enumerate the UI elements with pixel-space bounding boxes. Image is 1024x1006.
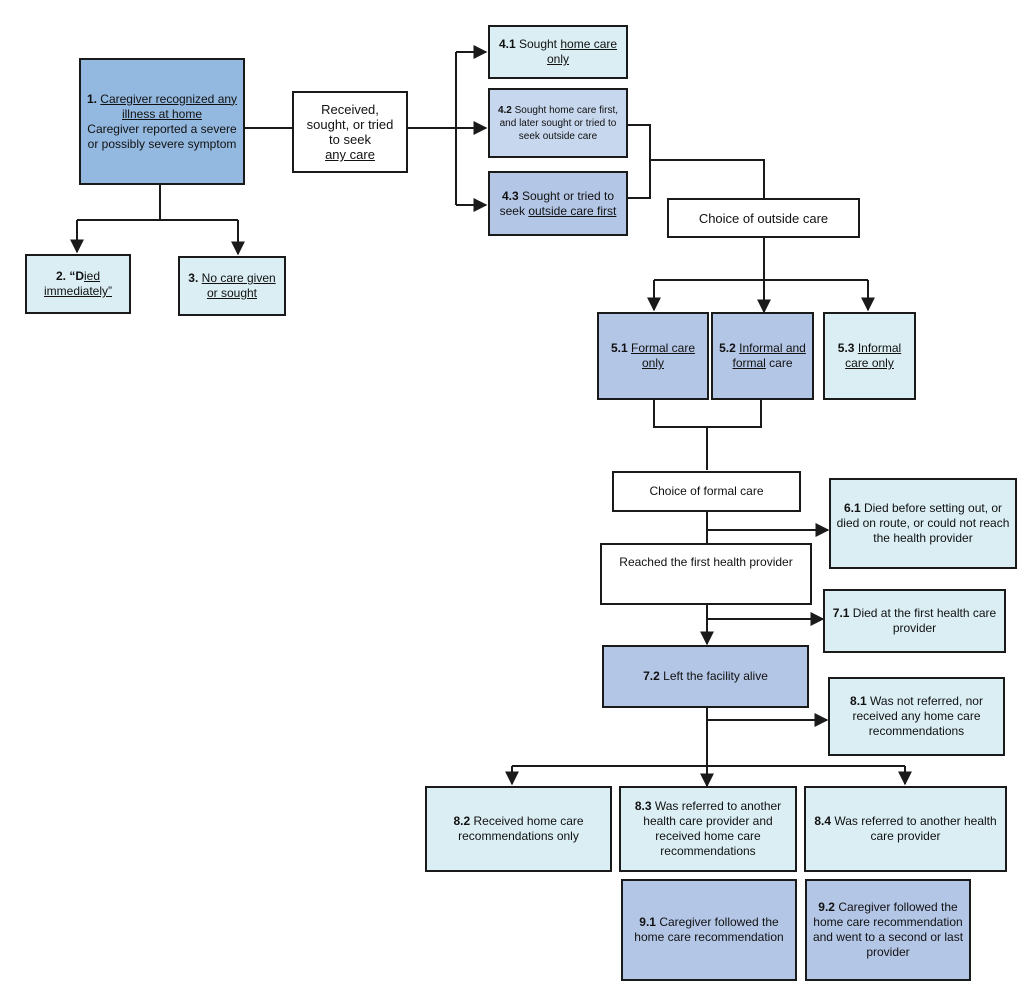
node-number: 3. (188, 271, 199, 285)
node-text: Sought home care first, and later sought… (499, 104, 619, 142)
edge-5-merge (653, 399, 762, 428)
node-text: Died at the first health care provider (852, 606, 997, 635)
node-5-2-informal-and-formal: 5.2 Informal and formal care (711, 312, 814, 400)
node-number: 5.2 (719, 341, 736, 355)
node-4-2-home-then-outside: 4.2 Sought home care first, and later so… (488, 88, 628, 158)
node-text: Received home care recommendations only (458, 814, 584, 843)
node-underlined-text: Informal and (739, 341, 806, 355)
node-choice-outside-care: Choice of outside care (667, 198, 860, 238)
node-number: 7.2 (643, 669, 660, 683)
node-text: Was referred to another health care prov… (834, 814, 997, 843)
node-text: Caregiver reported a severe or possibly … (87, 121, 237, 151)
node-text: Was not referred, nor received any home … (852, 694, 983, 738)
node-received-sought-care: Received, sought, or tried to seek any c… (292, 91, 408, 173)
node-underlined-text: formal (732, 356, 766, 370)
node-text: Left the facility alive (663, 669, 768, 683)
node-underlined-text: Caregiver recognized any illness at home (100, 91, 238, 121)
edge-4-2-out (627, 124, 651, 199)
node-text: Died before setting out, or died on rout… (836, 501, 1010, 545)
node-1-caregiver-recognized: 1. Caregiver recognized any illness at h… (79, 58, 245, 185)
node-number: 4.1 (498, 37, 516, 51)
node-4-3-outside-first: 4.3 Sought or tried to seek outside care… (488, 171, 628, 236)
node-5-3-informal-only: 5.3 Informal care only (823, 312, 916, 400)
node-5-1-formal-only: 5.1 Formal care only (597, 312, 709, 400)
node-4-1-home-care-only: 4.1 Sought home care only (488, 25, 628, 79)
node-underlined-text: outside care first (528, 203, 617, 218)
node-7-2-left-alive: 7.2 Left the facility alive (602, 645, 809, 708)
node-underlined-text: No care given or sought (201, 271, 276, 300)
node-number: 9.2 (818, 900, 835, 914)
node-number: 9.1 (639, 915, 656, 929)
node-number: 8.3 (634, 799, 652, 813)
node-8-1-not-referred: 8.1 Was not referred, nor received any h… (828, 677, 1005, 756)
node-2-died-immediately: 2. “Died immediately” (25, 254, 131, 314)
node-text: Choice of outside care (698, 210, 829, 226)
node-text: Sought or tried to seek (499, 188, 615, 218)
node-6-1-died-before-reaching: 6.1 Died before setting out, or died on … (829, 478, 1017, 569)
node-underlined-text: Formal care only (631, 341, 696, 370)
node-number: 8.4 (814, 814, 832, 828)
node-number: 8.2 (453, 814, 471, 828)
node-number: 4.2 (497, 104, 512, 116)
node-underlined-text: any care (325, 147, 375, 162)
node-text: Caregiver followed the home care recomme… (634, 915, 784, 944)
node-8-2-home-care-only: 8.2 Received home care recommendations o… (425, 786, 612, 872)
node-9-2-followed-and-second-provider: 9.2 Caregiver followed the home care rec… (805, 879, 971, 981)
node-number: 2. “D (55, 269, 84, 283)
node-reached-first-provider: Reached the first health provider (600, 543, 812, 605)
node-number: 1. (86, 91, 97, 106)
node-7-1-died-at-provider: 7.1 Died at the first health care provid… (823, 589, 1006, 653)
node-choice-formal-care: Choice of formal care (612, 471, 801, 512)
node-8-3-referred-and-home-care: 8.3 Was referred to another health care … (619, 786, 797, 872)
node-number: 6.1 (843, 501, 861, 515)
edge-to-choice-outside (650, 159, 765, 198)
node-number: 5.3 (837, 341, 855, 355)
node-3-no-care: 3. No care given or sought (178, 256, 286, 316)
node-text-line: to seek (329, 132, 371, 147)
node-underlined-text: Informal care only (845, 341, 902, 370)
node-9-1-followed-home-care: 9.1 Caregiver followed the home care rec… (621, 879, 797, 981)
node-text: care (769, 356, 793, 370)
node-text-line: Received, (321, 102, 379, 117)
node-number: 7.1 (832, 606, 850, 620)
node-underlined-text: ied immediately” (43, 269, 112, 298)
node-text: Choice of formal care (649, 484, 764, 498)
node-number: 8.1 (850, 694, 867, 708)
node-text-line: sought, or tried (306, 117, 394, 132)
node-text: Sought (518, 37, 558, 51)
node-text: Was referred to another health care prov… (643, 799, 782, 858)
node-text: Reached the first health provider (619, 555, 793, 569)
node-number: 5.1 (610, 341, 628, 355)
node-underlined-text: home care only (546, 37, 618, 66)
node-8-4-referred: 8.4 Was referred to another health care … (804, 786, 1007, 872)
node-number: 4.3 (501, 188, 519, 203)
node-text: Caregiver followed the home care recomme… (812, 900, 964, 959)
